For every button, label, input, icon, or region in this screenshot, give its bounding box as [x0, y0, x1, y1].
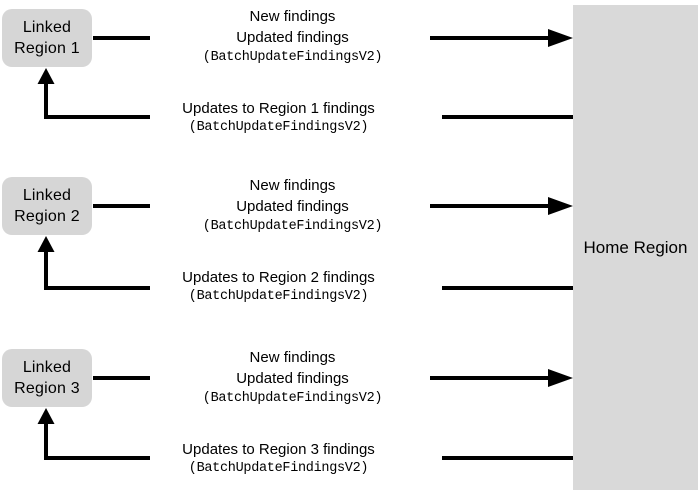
- api-name-label: (BatchUpdateFindingsV2): [202, 391, 383, 406]
- updates-to-region-label: Updates to Region 1 findings: [182, 100, 375, 117]
- updated-findings-label: Updated findings: [236, 29, 349, 46]
- home-region-box: Home Region: [573, 5, 698, 490]
- linked-region-2-label-line1: Linked: [22, 187, 72, 204]
- home-to-region2-caption: Updates to Region 2 findings (BatchUpdat…: [136, 268, 421, 305]
- api-name-label: (BatchUpdateFindingsV2): [188, 120, 369, 135]
- linked-region-1-label-line2: Region 1: [14, 40, 80, 57]
- api-name-label: (BatchUpdateFindingsV2): [202, 219, 383, 234]
- new-findings-label: New findings: [249, 349, 336, 366]
- linked-region-1-label-line1: Linked: [22, 19, 72, 36]
- updates-to-region-label: Updates to Region 3 findings: [182, 441, 375, 458]
- home-to-region1-caption: Updates to Region 1 findings (BatchUpdat…: [136, 99, 421, 136]
- api-name-label: (BatchUpdateFindingsV2): [188, 289, 369, 304]
- region3-to-home-caption: New findings Updated findings (BatchUpda…: [150, 347, 435, 408]
- updated-findings-label: Updated findings: [236, 370, 349, 387]
- updates-to-region-label: Updates to Region 2 findings: [182, 269, 375, 286]
- new-findings-label: New findings: [249, 8, 336, 25]
- region2-to-home-caption: New findings Updated findings (BatchUpda…: [150, 175, 435, 236]
- api-name-label: (BatchUpdateFindingsV2): [202, 50, 383, 65]
- linked-region-2-label-line2: Region 2: [14, 208, 80, 225]
- home-region-label: Home Region: [583, 237, 688, 257]
- linked-region-3-label-line2: Region 3: [14, 380, 80, 397]
- api-name-label: (BatchUpdateFindingsV2): [188, 461, 369, 476]
- linked-region-1-box: Linked Region 1: [2, 9, 92, 67]
- linked-region-2-box: Linked Region 2: [2, 177, 92, 235]
- updated-findings-label: Updated findings: [236, 198, 349, 215]
- new-findings-label: New findings: [249, 177, 336, 194]
- linked-region-3-box: Linked Region 3: [2, 349, 92, 407]
- linked-region-3-label-line1: Linked: [22, 359, 72, 376]
- home-to-region3-caption: Updates to Region 3 findings (BatchUpdat…: [136, 440, 421, 477]
- region1-to-home-caption: New findings Updated findings (BatchUpda…: [150, 6, 435, 67]
